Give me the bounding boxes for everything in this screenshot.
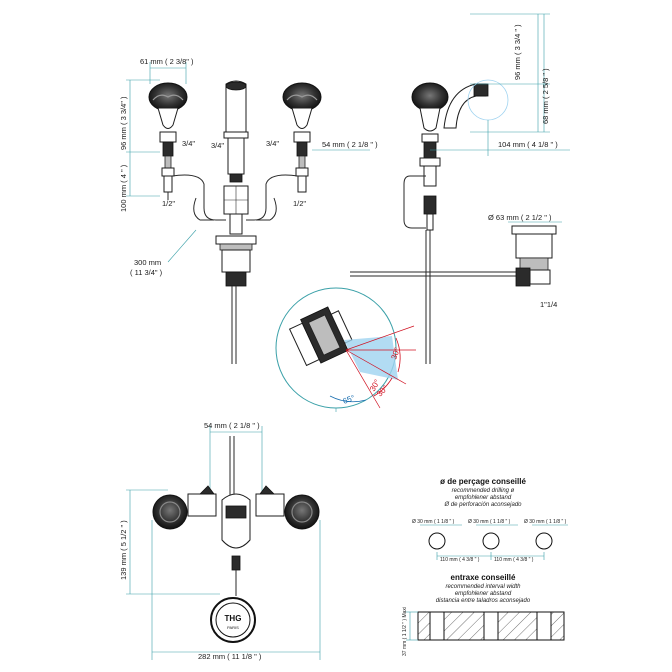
hole-dim-1: Ø 30 mm ( 1 1/8 " ) xyxy=(412,519,455,525)
label-34-left: 3/4" xyxy=(182,139,195,148)
interval-line-es: distancia entre taladros aconsejado xyxy=(436,598,531,604)
waste-plug xyxy=(215,235,257,245)
logo-text: THG xyxy=(225,614,242,623)
angle-30-top: 30° xyxy=(389,346,402,360)
dim-100-left: 100 mm ( 4 " ) xyxy=(119,164,128,212)
dim-54-bottom: 54 mm ( 2 1/8 " ) xyxy=(204,421,260,430)
dim-37-max: 37 mm ( 1 1/2 " ) Maxi xyxy=(402,607,408,656)
label-114: 1"1/4 xyxy=(540,300,557,309)
front-view-top: 61 mm ( 2 3/8" ) xyxy=(119,57,378,364)
drill-hole-center xyxy=(482,532,500,550)
interval-spec: entraxe conseillé recommended interval w… xyxy=(402,573,565,656)
top-right-knob xyxy=(284,494,320,530)
drilling-line-en: recommended drilling ø xyxy=(452,488,515,494)
drill-hole-left xyxy=(428,532,446,550)
drilling-spec: ø de perçage conseillé recommended drill… xyxy=(412,477,568,563)
label-34-right: 3/4" xyxy=(266,139,279,148)
hole-dim-3: Ø 30 mm ( 1 1/8 " ) xyxy=(524,519,567,525)
drilling-line-es: Ø de perforación aconsejado xyxy=(443,502,522,508)
waste-side xyxy=(511,225,557,235)
dim-300-inch: ( 11 3/4" ) xyxy=(130,268,163,277)
spray-angle-detail: 30° 30° 30° 65° xyxy=(275,287,416,412)
top-left-knob xyxy=(152,494,188,530)
drilling-title: ø de perçage conseillé xyxy=(440,477,526,486)
interval-title: entraxe conseillé xyxy=(451,573,516,582)
logo-sub: PARIS xyxy=(227,625,239,630)
spacing-1: 110 mm ( 4 3/8 " ) xyxy=(440,557,480,563)
label-12-left: 1/2" xyxy=(162,199,175,208)
angle-65: 65° xyxy=(342,393,356,406)
dim-96-left: 96 mm ( 3 3/4" ) xyxy=(119,96,128,150)
dim-139: 139 mm ( 5 1/2 " ) xyxy=(119,520,128,580)
dim-54-top: 54 mm ( 2 1/8 " ) xyxy=(322,140,378,149)
interval-line-en: recommended interval width xyxy=(445,584,521,590)
dim-68-right: 68 mm ( 2 5/8 " ) xyxy=(541,68,550,124)
interval-line-de: empfohlener abstand xyxy=(455,591,512,597)
label-34-center: 3/4" xyxy=(211,141,224,150)
top-view-bottom: 54 mm ( 2 1/8 " ) THG PARIS 139 mm ( 5 1… xyxy=(119,421,321,661)
spacing-2: 110 mm ( 4 3/8 " ) xyxy=(494,557,534,563)
dim-63: Ø 63 mm ( 2 1/2 " ) xyxy=(488,213,552,222)
hole-dim-2: Ø 30 mm ( 1 1/8 " ) xyxy=(468,519,511,525)
drilling-line-de: empfohlener abstand xyxy=(455,495,512,501)
dim-300: 300 mm xyxy=(134,258,161,267)
side-view-top: 96 mm ( 3 3/4 " ) 68 mm ( 2 5/8 " ) 104 … xyxy=(350,13,570,364)
drill-hole-right xyxy=(535,532,553,550)
dim-96-right: 96 mm ( 3 3/4 " ) xyxy=(513,24,522,80)
dim-knob-width: 61 mm ( 2 3/8" ) xyxy=(140,57,194,66)
dim-282: 282 mm ( 11 1/8 " ) xyxy=(198,652,262,661)
label-12-right: 1/2" xyxy=(293,199,306,208)
side-knob xyxy=(411,82,449,112)
top-spout xyxy=(221,493,251,549)
dim-104: 104 mm ( 4 1/8 " ) xyxy=(498,140,558,149)
